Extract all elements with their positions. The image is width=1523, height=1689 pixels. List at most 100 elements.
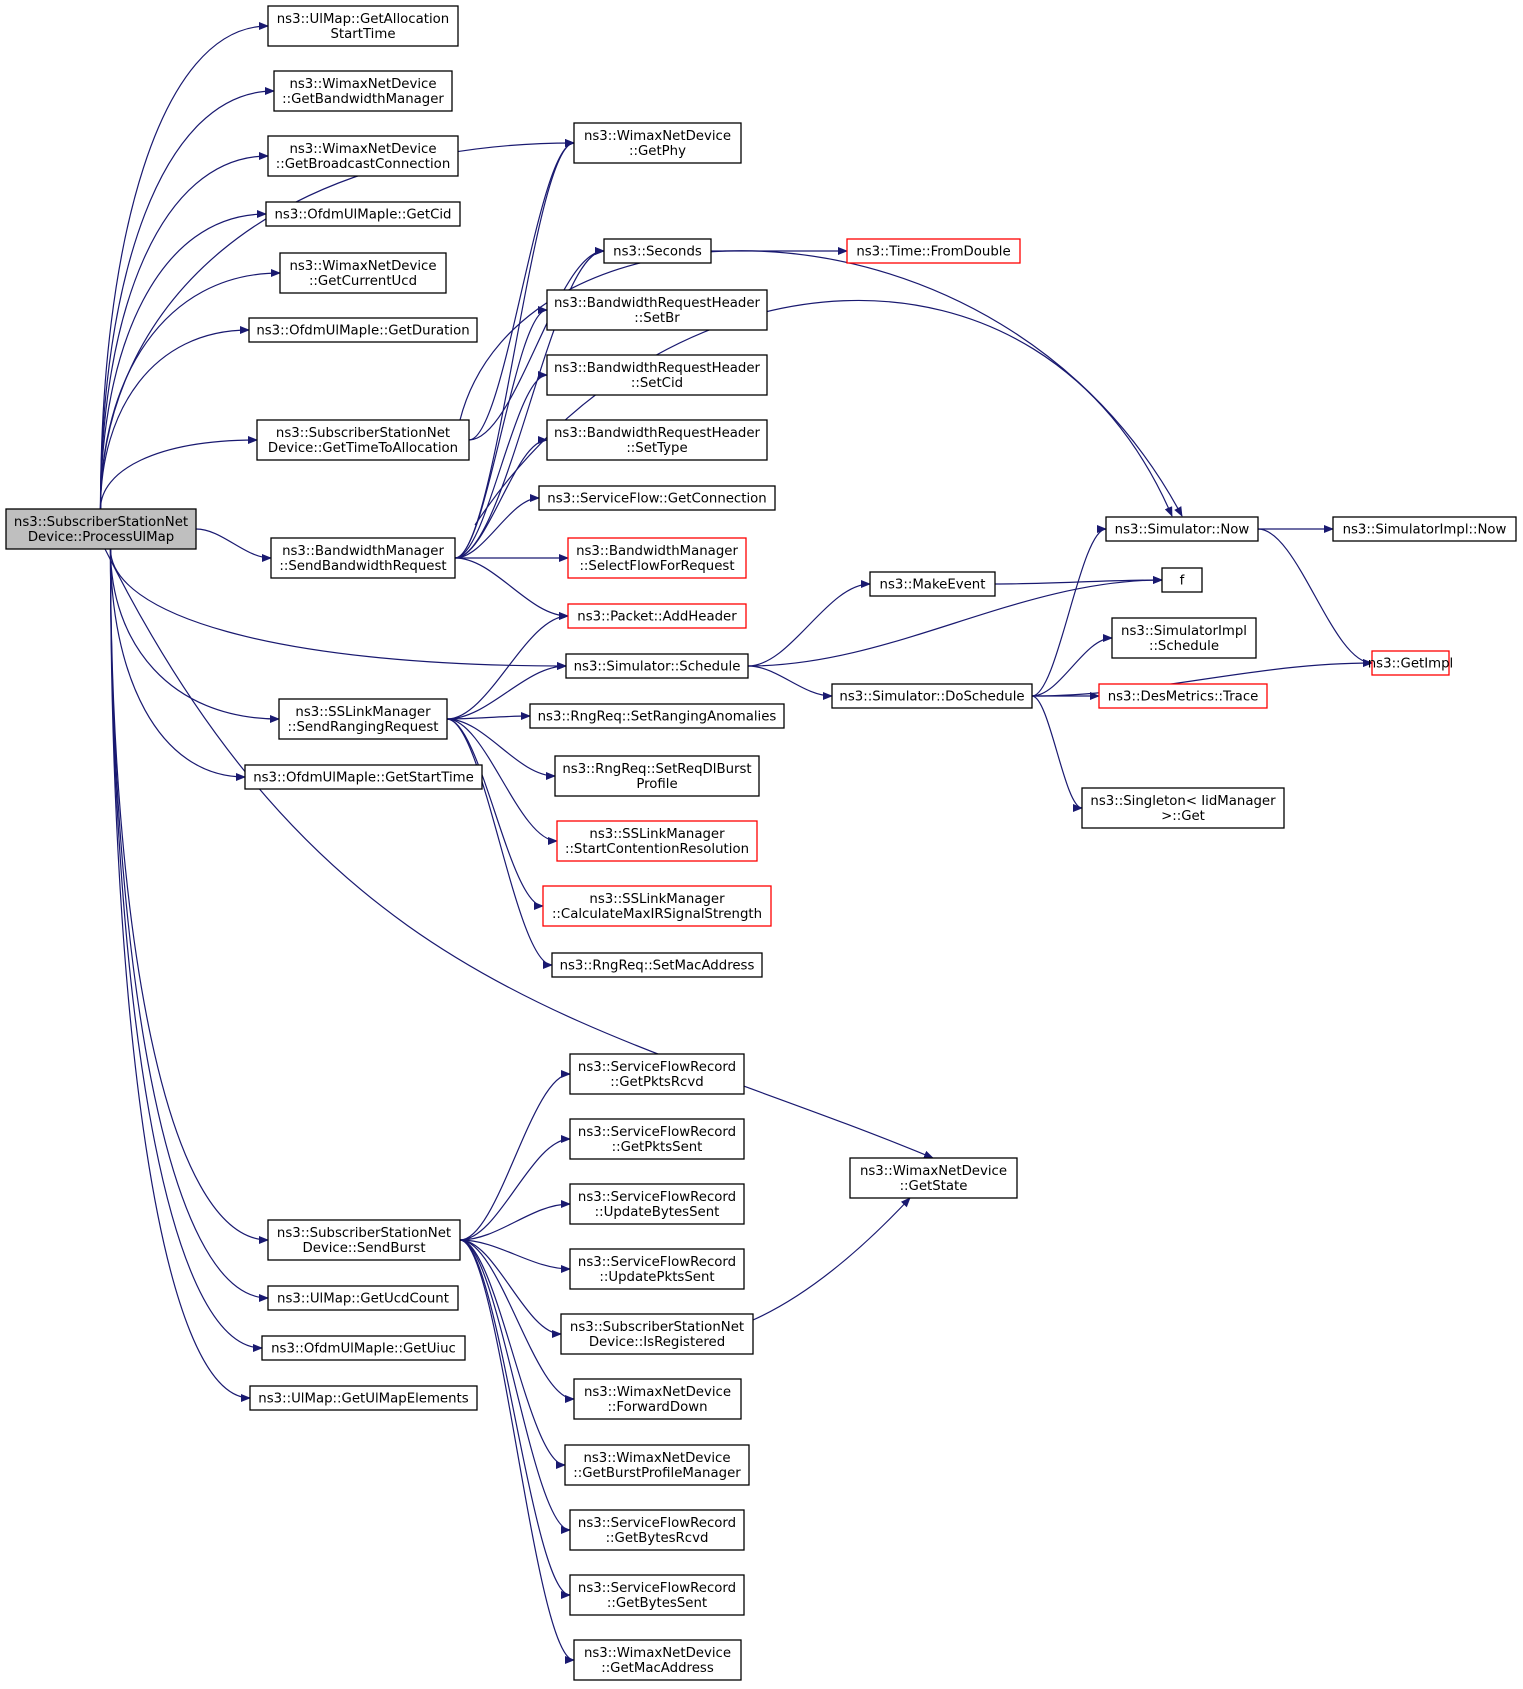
call-edge-root-to-n_getbwmgr [99, 87, 275, 510]
function-node-n-now[interactable]: ns3::Simulator::Now [1105, 516, 1259, 542]
function-node-n-seconds[interactable]: ns3::Seconds [603, 238, 712, 264]
function-node-n-setcid[interactable]: ns3::BandwidthRequestHeader::SetCid [546, 354, 768, 396]
node-label-line: ns3::UlMap::GetUlMapElements [258, 1392, 468, 1407]
function-node-n-fromdouble[interactable]: ns3::Time::FromDouble [846, 238, 1021, 264]
node-label-line: ::GetState [900, 1179, 968, 1194]
node-label-line: ns3::ServiceFlowRecord [578, 1581, 736, 1596]
function-node-n-getconn[interactable]: ns3::ServiceFlow::GetConnection [538, 485, 776, 511]
function-node-n-pktsrcvd[interactable]: ns3::ServiceFlowRecord::GetPktsRcvd [569, 1053, 745, 1095]
function-node-n-calcmax[interactable]: ns3::SSLinkManager::CalculateMaxIRSignal… [542, 885, 772, 927]
node-label-line: Device::SendBurst [302, 1241, 425, 1256]
function-node-n-updpkts[interactable]: ns3::ServiceFlowRecord::UpdatePktsSent [569, 1248, 745, 1290]
call-edge-n_sslink-to-n_simschedule [446, 662, 567, 720]
node-label-line: ::UpdatePktsSent [599, 1270, 714, 1285]
function-node-n-startcont[interactable]: ns3::SSLinkManager::StartContentionResol… [556, 820, 758, 862]
node-label-line: ns3::RngReq::SetRangingAnomalies [538, 710, 777, 725]
node-label-line: ns3::DesMetrics::Trace [1108, 690, 1259, 705]
function-node-n-setmac[interactable]: ns3::RngReq::SetMacAddress [551, 952, 763, 978]
call-edge-root-to-n_getstate [104, 548, 934, 1159]
node-label-line: ns3::SubscriberStationNet [276, 426, 450, 441]
function-node-n-selectflow[interactable]: ns3::BandwidthManager::SelectFlowForRequ… [567, 537, 747, 579]
call-edge-root-to-n_sslink [109, 548, 280, 723]
function-node-n-sslink[interactable]: ns3::SSLinkManager::SendRangingRequest [278, 698, 448, 740]
node-label-line: ::GetPhy [629, 144, 686, 159]
function-node-n-singleton[interactable]: ns3::Singleton< IidManager>::Get [1081, 787, 1285, 829]
node-label-line: ns3::Packet::AddHeader [577, 610, 737, 625]
call-edge-n_sslink-to-n_addheader [446, 612, 569, 720]
node-label-line: ns3::RngReq::SetMacAddress [560, 959, 755, 974]
function-node-n-burstprof[interactable]: ns3::WimaxNetDevice::GetBurstProfileMana… [564, 1444, 750, 1486]
node-label-line: ns3::BandwidthRequestHeader [554, 426, 761, 441]
function-node-n-desmetrics[interactable]: ns3::DesMetrics::Trace [1098, 683, 1268, 709]
function-node-n-sendburst[interactable]: ns3::SubscriberStationNetDevice::SendBur… [267, 1219, 461, 1261]
function-node-n-setbr[interactable]: ns3::BandwidthRequestHeader::SetBr [546, 289, 768, 331]
function-node-n-getstate[interactable]: ns3::WimaxNetDevice::GetState [849, 1157, 1018, 1199]
node-label-line: ::GetPktsSent [612, 1140, 703, 1155]
node-label-line: ::ForwardDown [607, 1400, 707, 1415]
function-node-n-makeevent[interactable]: ns3::MakeEvent [869, 571, 996, 597]
call-edge-root-to-n_getcid [99, 210, 267, 510]
node-label-line: ::GetBandwidthManager [282, 92, 444, 107]
function-node-n-setranganom[interactable]: ns3::RngReq::SetRangingAnomalies [529, 703, 785, 729]
call-edge-n_sslink-to-n_calcmax [446, 718, 544, 910]
function-node-n-implsched[interactable]: ns3::SimulatorImpl::Schedule [1111, 617, 1257, 659]
function-node-n-ucdcount[interactable]: ns3::UlMap::GetUcdCount [267, 1285, 459, 1311]
node-label-line: ns3::ServiceFlow::GetConnection [547, 492, 766, 507]
node-label-line: ns3::BandwidthRequestHeader [554, 296, 761, 311]
node-label-line: ns3::Time::FromDouble [856, 245, 1010, 260]
node-label-line: ::Schedule [1149, 639, 1219, 654]
function-node-n-simschedule[interactable]: ns3::Simulator::Schedule [565, 653, 749, 679]
function-node-n-getimpl[interactable]: ns3::GetImpl [1368, 650, 1453, 676]
function-node-n-getmac[interactable]: ns3::WimaxNetDevice::GetMacAddress [573, 1639, 742, 1681]
node-label-line: ::GetPktsRcvd [610, 1075, 703, 1090]
function-node-n-getucd[interactable]: ns3::WimaxNetDevice::GetCurrentUcd [279, 252, 447, 294]
call-edge-root-to-n_sendburst [109, 548, 269, 1244]
function-node-n-getbwmgr[interactable]: ns3::WimaxNetDevice::GetBandwidthManager [273, 70, 453, 112]
call-edge-n_sslink-to-n_startcont [446, 718, 558, 845]
function-node-n-bwsend[interactable]: ns3::BandwidthManager::SendBandwidthRequ… [270, 537, 456, 579]
node-label-line: ns3::SSLinkManager [589, 827, 725, 842]
function-node-n-doschedule[interactable]: ns3::Simulator::DoSchedule [831, 683, 1033, 709]
call-edge-n_bwsend-to-n_setcid [454, 371, 548, 559]
function-node-n-getbcast[interactable]: ns3::WimaxNetDevice::GetBroadcastConnect… [267, 135, 459, 177]
function-node-n-getphy[interactable]: ns3::WimaxNetDevice::GetPhy [573, 122, 742, 164]
function-node-n-f[interactable]: f [1161, 567, 1203, 593]
function-node-n-updbytes[interactable]: ns3::ServiceFlowRecord::UpdateBytesSent [569, 1183, 745, 1225]
function-node-n-fwddown[interactable]: ns3::WimaxNetDevice::ForwardDown [573, 1378, 742, 1420]
node-label-line: ns3::WimaxNetDevice [584, 129, 731, 144]
function-node-n-timetoalloc[interactable]: ns3::SubscriberStationNetDevice::GetTime… [256, 419, 470, 461]
function-node-n-pktssent[interactable]: ns3::ServiceFlowRecord::GetPktsSent [569, 1118, 745, 1160]
node-label-line: ns3::UlMap::GetUcdCount [277, 1292, 449, 1307]
node-label-line: ::SelectFlowForRequest [579, 559, 734, 574]
call-edge-root-to-n_getbcast [99, 152, 269, 510]
function-node-n-getcid[interactable]: ns3::OfdmUlMapIe::GetCid [265, 201, 461, 227]
call-edge-root-to-n_getstart [109, 548, 246, 781]
node-label-line: ns3::OfdmUlMapIe::GetCid [275, 208, 452, 223]
call-edge-root-to-n_bwsend [195, 528, 272, 562]
node-label-line: ns3::SimulatorImpl [1121, 624, 1247, 639]
function-node-n-settype[interactable]: ns3::BandwidthRequestHeader::SetType [546, 419, 768, 461]
function-node-n-implnow[interactable]: ns3::SimulatorImpl::Now [1332, 516, 1517, 542]
function-node-n-getstart[interactable]: ns3::OfdmUlMapIe::GetStartTime [244, 764, 483, 790]
call-edge-n_doschedule-to-n_singleton [1031, 695, 1083, 812]
call-edge-n_sendburst-to-n_pktssent [459, 1135, 571, 1241]
call-edge-n_sendburst-to-n_pktsrcvd [459, 1070, 571, 1241]
call-edge-root-to-n_simschedule [109, 548, 567, 670]
node-label-line: ns3::UlMap::GetAllocation [277, 12, 449, 27]
function-node-n-isreg[interactable]: ns3::SubscriberStationNetDevice::IsRegis… [560, 1313, 754, 1355]
function-node-n-bytessent[interactable]: ns3::ServiceFlowRecord::GetBytesSent [569, 1574, 745, 1616]
function-node-n-bytesrcvd[interactable]: ns3::ServiceFlowRecord::GetBytesRcvd [569, 1509, 745, 1551]
function-node-n-ulelems[interactable]: ns3::UlMap::GetUlMapElements [249, 1385, 478, 1411]
call-edge-n_sslink-to-n_setranganom [446, 712, 531, 721]
node-label-line: ns3::WimaxNetDevice [860, 1164, 1007, 1179]
function-node-n-getdur[interactable]: ns3::OfdmUlMapIe::GetDuration [248, 317, 478, 343]
node-label-line: ns3::WimaxNetDevice [289, 77, 436, 92]
function-node-n-addheader[interactable]: ns3::Packet::AddHeader [567, 603, 747, 629]
call-edge-n_sslink-to-n_setreqdl [446, 718, 556, 780]
node-label-line: Device::IsRegistered [589, 1335, 725, 1350]
function-node-n-uiuc[interactable]: ns3::OfdmUlMapIe::GetUiuc [261, 1335, 466, 1361]
function-node-root[interactable]: ns3::SubscriberStationNetDevice::Process… [5, 508, 197, 550]
